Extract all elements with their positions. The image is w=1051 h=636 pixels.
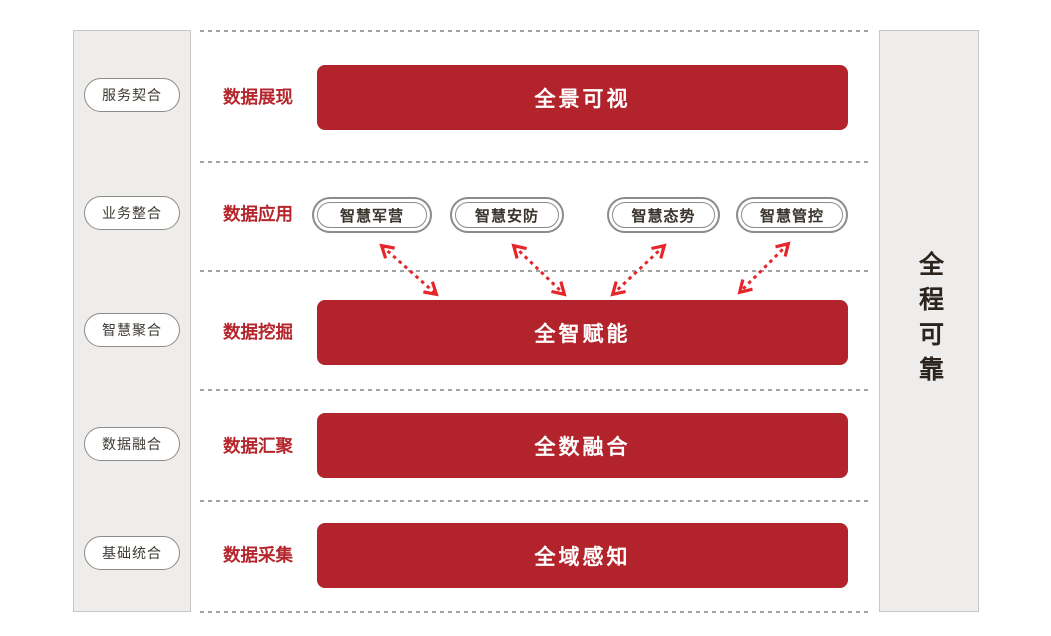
separator-line [200,389,868,391]
row-label-data-mining: 数据挖掘 [223,322,293,342]
capability-pill-data-fusion: 数据融合 [84,427,180,461]
capability-pill-smart-aggregation: 智慧聚合 [84,313,180,347]
reliability-caption: 全程可靠 [915,251,944,391]
banner-full-domain-sensing: 全域感知 [317,523,848,588]
app-pill-label: 智慧安防 [455,202,559,228]
separator-line [200,611,868,613]
app-pill-smart-security: 智慧安防 [450,197,564,233]
capability-pill-service-fit: 服务契合 [84,78,180,112]
separator-line [200,500,868,502]
app-pill-label: 智慧态势 [612,202,715,228]
row-label-data-application: 数据应用 [223,204,293,224]
app-pill-label: 智慧军营 [317,202,427,228]
separator-line [200,161,868,163]
row-label-data-convergence: 数据汇聚 [223,436,293,456]
row-label-data-display: 数据展现 [223,87,293,107]
row-label-data-collection: 数据采集 [223,545,293,565]
capability-pill-business-integration: 业务整合 [84,196,180,230]
app-pill-smart-situation: 智慧态势 [607,197,720,233]
flow-arrow-4 [740,244,788,292]
app-pill-smart-barracks: 智慧军营 [312,197,432,233]
separator-line [200,30,868,32]
banner-full-intelligence: 全智赋能 [317,300,848,365]
banner-full-data-fusion: 全数融合 [317,413,848,478]
banner-panoramic-visibility: 全景可视 [317,65,848,130]
app-pill-smart-control: 智慧管控 [736,197,848,233]
right-reliability-panel: 全程可靠 [879,30,979,612]
separator-line [200,270,868,272]
app-pill-label: 智慧管控 [741,202,843,228]
capability-pill-basic-unification: 基础统合 [84,536,180,570]
